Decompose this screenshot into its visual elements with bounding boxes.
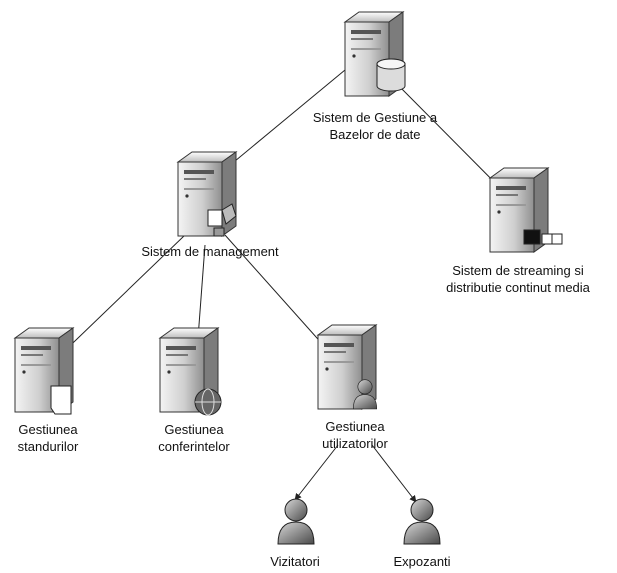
node-label-line1: Gestiunea — [18, 422, 78, 437]
node-label-line2: Bazelor de date — [329, 127, 420, 142]
node-exhibitors[interactable]: Expozanti — [393, 498, 451, 569]
node-management-server[interactable]: Sistem de management — [141, 151, 279, 259]
node-streaming-server[interactable]: Sistem de streaming si distributie conti… — [446, 167, 591, 295]
node-label-line2: distributie continut media — [446, 280, 591, 295]
node-users-server[interactable]: Gestiunea utilizatorilor — [317, 324, 389, 451]
node-label-line2: conferintelor — [158, 439, 230, 454]
document-server-icon — [14, 327, 74, 415]
database-server-icon — [344, 11, 406, 97]
node-label-line1: Sistem de Gestiune a — [313, 110, 438, 125]
web-server-icon — [159, 327, 222, 416]
node-label-line1: Sistem de streaming si — [452, 263, 584, 278]
edge-users-to-visitors — [294, 444, 339, 501]
node-visitors[interactable]: Vizitatori — [270, 498, 320, 569]
node-label-line1: Gestiunea — [325, 419, 385, 434]
user-icon — [277, 498, 315, 545]
media-server-icon — [489, 167, 563, 253]
node-label-line1: Gestiunea — [164, 422, 224, 437]
user-server-icon — [317, 324, 378, 410]
node-conferences-server[interactable]: Gestiunea conferintelor — [158, 327, 230, 454]
node-label-line1: Vizitatori — [270, 554, 320, 569]
management-server-icon — [177, 151, 237, 237]
node-label-line2: standurilor — [18, 439, 79, 454]
user-icon — [403, 498, 441, 545]
node-database-server[interactable]: Sistem de Gestiune a Bazelor de date — [313, 11, 438, 142]
node-standards-server[interactable]: Gestiunea standurilor — [14, 327, 79, 454]
edge-users-to-exhibitors — [371, 444, 417, 503]
node-label-line2: utilizatorilor — [322, 436, 388, 451]
node-label-line1: Expozanti — [393, 554, 450, 569]
node-label-line1: Sistem de management — [141, 244, 279, 259]
